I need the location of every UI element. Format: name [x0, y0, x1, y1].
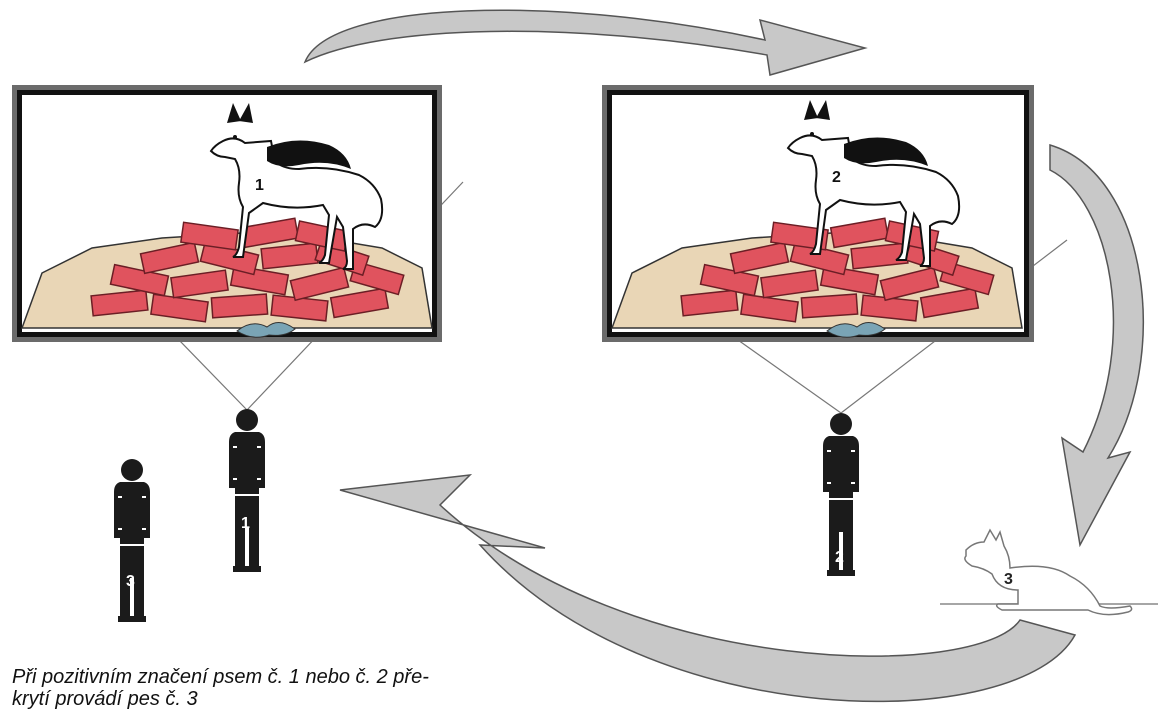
- caption-line-2: krytí provádí pes č. 3: [12, 688, 612, 710]
- caption: Při pozitivním značení psem č. 1 nebo č.…: [12, 666, 612, 710]
- handler-2: 2: [823, 413, 859, 576]
- search-area-frame-1: 1: [12, 85, 442, 342]
- caption-line-1: Při pozitivním značení psem č. 1 nebo č.…: [12, 666, 612, 688]
- arrow-top: [305, 10, 865, 75]
- dog-2-number: 2: [832, 169, 841, 186]
- handler-1-number: 1: [241, 515, 250, 532]
- handler-3-number: 3: [126, 573, 135, 590]
- handler-2-number: 2: [835, 549, 844, 566]
- dog-3-number: 3: [1004, 571, 1013, 588]
- search-area-frame-2: 2: [602, 85, 1034, 342]
- dog-1-number: 1: [255, 177, 264, 194]
- handler-1: 1: [229, 409, 265, 572]
- dog-3: 3: [940, 530, 1158, 615]
- arrow-right: [1050, 145, 1143, 545]
- handler-3: 3: [114, 459, 150, 622]
